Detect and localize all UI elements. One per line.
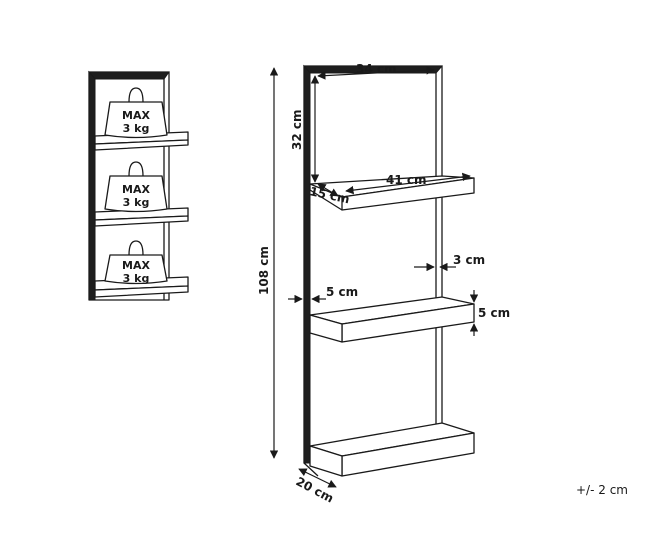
main-shelf-unit [302,64,475,477]
weight-limit-value: 3 kg [123,122,150,135]
weight-icon: MAX 3 kg [104,87,168,139]
shelf-middle [309,296,475,343]
shelf-bottom [309,422,475,477]
weight-limit-label: MAX [122,259,150,272]
shelf-thickness-label: 5 cm [478,306,510,320]
total-height-label: 108 cm [257,246,271,295]
top-gap-label: 32 cm [290,110,304,151]
weight-icon: MAX 3 kg [104,240,168,285]
side-thickness-label: 3 cm [453,253,485,267]
weight-limit-value: 3 kg [123,196,150,209]
shelf-length-label: 41 cm [386,173,427,187]
weight-limit-label: MAX [122,109,150,122]
base-depth-label: 20 cm [294,474,336,505]
tolerance-note: +/- 2 cm [576,483,628,497]
weight-limit-label: MAX [122,183,150,196]
weight-limit-value: 3 kg [123,272,150,285]
back-offset-label: 5 cm [326,285,358,299]
load-illustration: MAX 3 kg MAX 3 kg MAX 3 kg [87,70,189,301]
top-width-label: 34 cm [356,62,397,76]
dimension-lines: 34 cm 32 cm 41 cm 15 cm 3 cm 5 cm 5 cm 1… [257,62,510,506]
weight-icon: MAX 3 kg [104,161,168,213]
